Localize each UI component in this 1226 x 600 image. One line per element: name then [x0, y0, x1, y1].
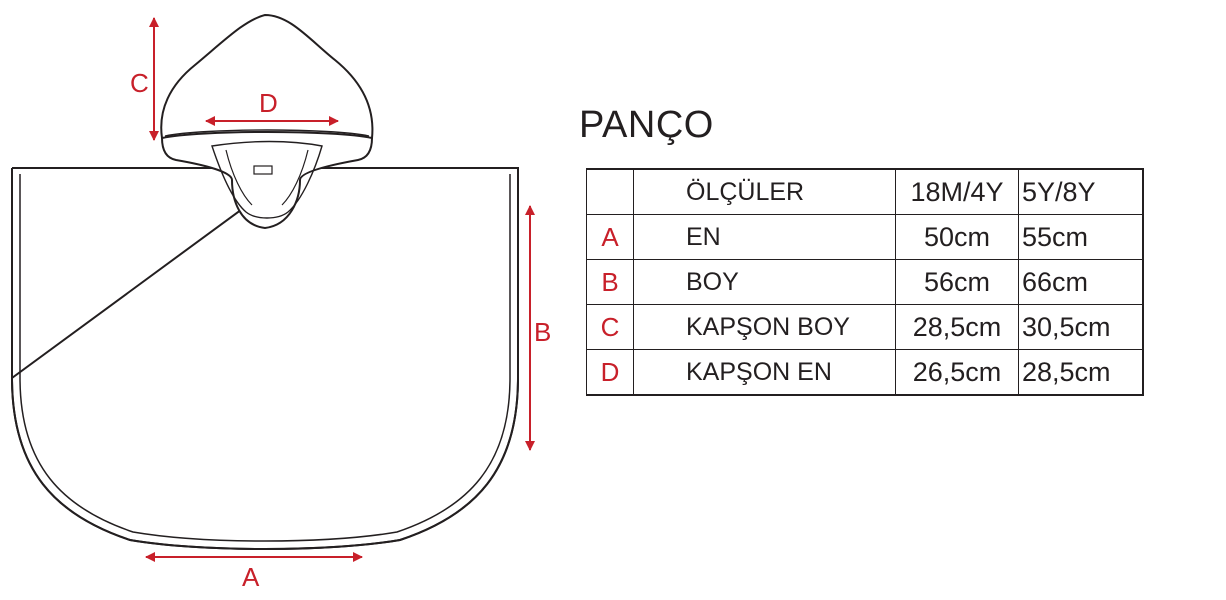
table-row: A EN 50cm 55cm [586, 214, 1144, 260]
row-letter: C [586, 304, 634, 350]
row-value-size2: 30,5cm [1018, 304, 1144, 350]
row-value-size1: 56cm [895, 259, 1019, 305]
dimension-c-label: C [130, 68, 149, 98]
row-name: KAPŞON BOY [633, 304, 896, 350]
hood-opening-inner [211, 140, 323, 219]
row-letter: B [586, 259, 634, 305]
hood-outline [160, 13, 374, 139]
page-title: PANÇO [579, 104, 714, 146]
table-row: C KAPŞON BOY 28,5cm 30,5cm [586, 304, 1144, 350]
header-size2-cell: 5Y/8Y [1018, 168, 1144, 215]
hood-seam [164, 129, 370, 137]
row-value-size2: 55cm [1018, 214, 1144, 260]
row-letter: A [586, 214, 634, 260]
poncho-body-left-edge [11, 168, 519, 550]
hood-opening-fold [225, 149, 309, 206]
hood-opening-band [160, 131, 374, 230]
poncho-body-hem [19, 174, 511, 542]
poncho-diagram: C D B A [10, 13, 551, 592]
header-letter-cell [586, 168, 634, 215]
row-value-size1: 28,5cm [895, 304, 1019, 350]
dimension-a-label: A [242, 562, 260, 592]
hood-tag [253, 165, 273, 175]
dimension-d-label: D [259, 88, 278, 118]
header-name-cell: ÖLÇÜLER [633, 168, 896, 215]
table-row: D KAPŞON EN 26,5cm 28,5cm [586, 349, 1144, 396]
row-value-size1: 26,5cm [895, 349, 1019, 396]
dimension-b-label: B [534, 317, 551, 347]
header-size1-cell: 18M/4Y [895, 168, 1019, 215]
row-letter: D [586, 349, 634, 396]
row-name: KAPŞON EN [633, 349, 896, 396]
row-value-size2: 66cm [1018, 259, 1144, 305]
row-name: EN [633, 214, 896, 260]
row-name: BOY [633, 259, 896, 305]
table-row: B BOY 56cm 66cm [586, 259, 1144, 305]
size-table: ÖLÇÜLER 18M/4Y 5Y/8Y A EN 50cm 55cm B BO… [586, 168, 1144, 396]
row-value-size1: 50cm [895, 214, 1019, 260]
table-header-row: ÖLÇÜLER 18M/4Y 5Y/8Y [586, 168, 1144, 215]
row-value-size2: 28,5cm [1018, 349, 1144, 396]
